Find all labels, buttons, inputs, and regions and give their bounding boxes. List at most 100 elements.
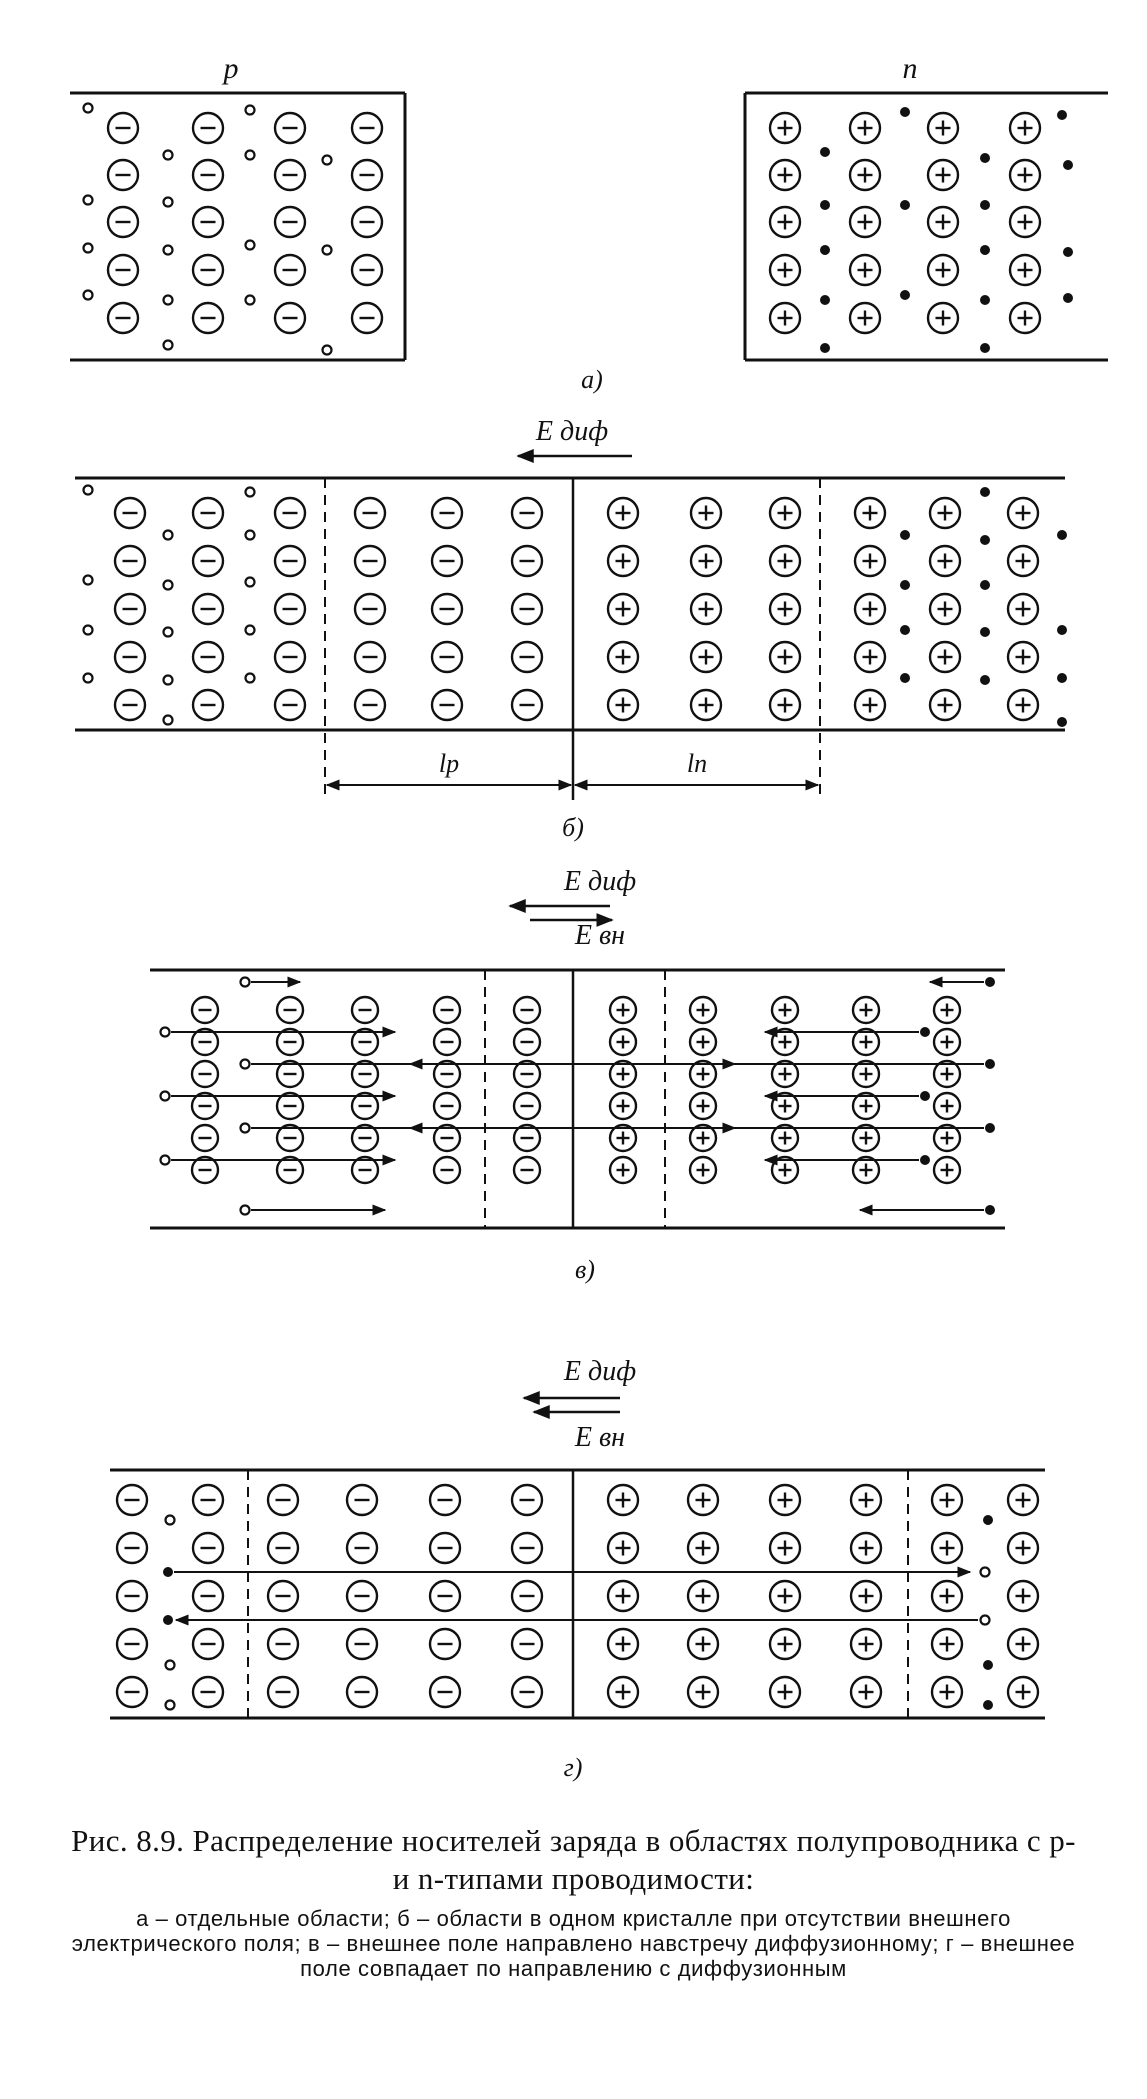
acceptor-ion [428, 1483, 462, 1517]
acceptor-ion [191, 253, 225, 287]
acceptor-ion [353, 688, 387, 722]
hole [82, 624, 94, 636]
donor-ion [689, 496, 723, 530]
panel-c-label: в) [575, 1255, 595, 1284]
acceptor-ion [350, 158, 384, 192]
electron [1057, 673, 1067, 683]
panel-a: p n а) [70, 52, 1108, 394]
hole [239, 976, 251, 988]
hole [159, 1090, 171, 1102]
donor-ion [851, 995, 881, 1025]
donor-ion [848, 205, 882, 239]
acceptor-ion [113, 544, 147, 578]
hole [164, 1699, 176, 1711]
hole [244, 486, 256, 498]
donor-ion [930, 1627, 964, 1661]
acceptor-ion [345, 1627, 379, 1661]
donor-ion [768, 205, 802, 239]
acceptor-ion [106, 205, 140, 239]
donor-ion [689, 592, 723, 626]
donor-ion [932, 1155, 962, 1185]
donor-ion [770, 1091, 800, 1121]
acceptor-ion [273, 111, 307, 145]
acceptor-ion [345, 1579, 379, 1613]
panel-c: E диф E вн в) [150, 866, 1005, 1284]
acceptor-ion [113, 592, 147, 626]
acceptor-ion [350, 1091, 380, 1121]
hole [162, 196, 174, 208]
acceptor-ion [113, 688, 147, 722]
donor-ion [686, 1675, 720, 1709]
donor-ion [689, 544, 723, 578]
donor-ion [849, 1579, 883, 1613]
acceptor-ion [273, 640, 307, 674]
donor-ion [768, 301, 802, 335]
donor-ion [849, 1531, 883, 1565]
acceptor-ion [273, 592, 307, 626]
acceptor-ion [266, 1483, 300, 1517]
electron [163, 1567, 173, 1577]
electron [980, 343, 990, 353]
panel-b: E диф lp ln б) [75, 416, 1067, 842]
panel-b-charges [82, 484, 1067, 727]
donor-ion [930, 1483, 964, 1517]
hole [979, 1566, 991, 1578]
donor-ion [926, 158, 960, 192]
donor-ion [851, 1123, 881, 1153]
donor-ion [608, 1027, 638, 1057]
donor-ion [688, 1123, 718, 1153]
electron [980, 535, 990, 545]
electron [900, 200, 910, 210]
acceptor-ion [273, 158, 307, 192]
donor-ion [928, 640, 962, 674]
acceptor-ion [115, 1483, 149, 1517]
panel-d-charges [115, 1483, 1040, 1711]
electron [1057, 110, 1067, 120]
donor-ion [686, 1627, 720, 1661]
donor-ion [688, 1091, 718, 1121]
acceptor-ion [350, 1123, 380, 1153]
donor-ion [1006, 640, 1040, 674]
pn-junction-figure: p n а) E диф lp ln б) E диф E вн в) E ди… [70, 52, 1108, 1782]
donor-ion [606, 688, 640, 722]
acceptor-ion [353, 592, 387, 626]
donor-ion [606, 1675, 640, 1709]
acceptor-ion [350, 301, 384, 335]
electron [1063, 293, 1073, 303]
external-field-label-c: E вн [574, 920, 625, 951]
hole [239, 1058, 251, 1070]
donor-ion [606, 1483, 640, 1517]
electron [820, 343, 830, 353]
acceptor-ion [106, 158, 140, 192]
hole [162, 149, 174, 161]
acceptor-ion [510, 1531, 544, 1565]
electron [1063, 160, 1073, 170]
acceptor-ion [191, 640, 225, 674]
hole [162, 714, 174, 726]
diffusion-field-label-c: E диф [563, 866, 636, 897]
acceptor-ion [432, 1123, 462, 1153]
acceptor-ion [512, 1059, 542, 1089]
donor-ion [768, 111, 802, 145]
acceptor-ion [353, 544, 387, 578]
hole [159, 1154, 171, 1166]
acceptor-ion [430, 640, 464, 674]
hole [159, 1026, 171, 1038]
donor-ion [689, 688, 723, 722]
acceptor-ion [273, 544, 307, 578]
donor-ion [606, 544, 640, 578]
figure-caption-text: а – отдельные области; б – области в одн… [71, 1906, 1076, 1981]
acceptor-ion [350, 1027, 380, 1057]
donor-ion [1008, 111, 1042, 145]
acceptor-ion [345, 1531, 379, 1565]
hole [82, 102, 94, 114]
donor-ion [608, 1155, 638, 1185]
acceptor-ion [350, 995, 380, 1025]
hole [162, 244, 174, 256]
hole [244, 149, 256, 161]
electron [985, 1205, 995, 1215]
electron [980, 245, 990, 255]
hole [244, 294, 256, 306]
acceptor-ion [430, 544, 464, 578]
donor-ion [928, 496, 962, 530]
